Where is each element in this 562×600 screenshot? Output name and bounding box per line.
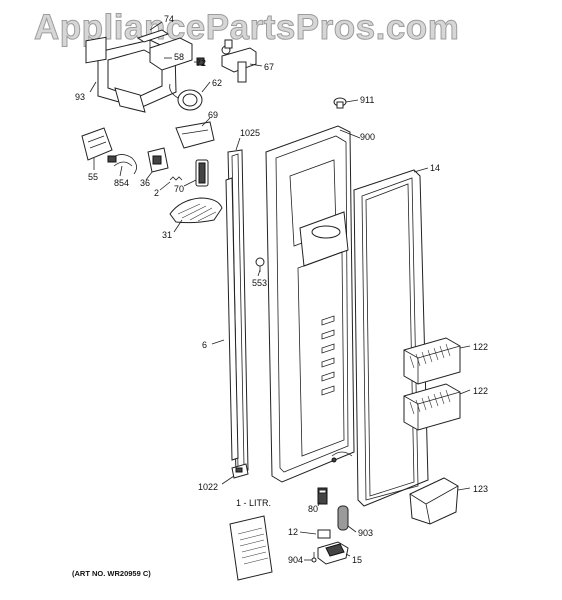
- actuator-part[interactable]: [147, 147, 169, 173]
- callout-122-upper: 122: [473, 342, 488, 352]
- callout-2: 2: [154, 188, 159, 198]
- door-gasket-6-part[interactable]: [225, 177, 239, 461]
- callout-93: 93: [75, 92, 85, 102]
- callout-854: 854: [114, 178, 129, 188]
- drip-tray-part[interactable]: [169, 197, 223, 224]
- callout-labels: 74 58 72 93 62 67 911 69 1025 900 55 854…: [72, 14, 488, 578]
- callout-72: 72: [196, 58, 206, 68]
- callout-36: 36: [140, 178, 150, 188]
- callout-900: 900: [360, 132, 375, 142]
- callout-69: 69: [208, 110, 218, 120]
- callout-553: 553: [252, 278, 267, 288]
- callout-31: 31: [162, 230, 172, 240]
- callout-74: 74: [164, 14, 174, 24]
- hinge-bracket-part[interactable]: [221, 45, 257, 83]
- screw-904-part[interactable]: [311, 552, 317, 563]
- callout-15: 15: [352, 555, 362, 565]
- wire-harness-part[interactable]: [107, 154, 137, 175]
- connector-part[interactable]: [196, 39, 233, 66]
- callout-911: 911: [360, 95, 374, 105]
- switch-15-part[interactable]: [317, 541, 349, 565]
- art-number: (ART NO. WR20959 C): [72, 569, 151, 578]
- spring-part[interactable]: [169, 176, 183, 181]
- callout-70: 70: [174, 184, 184, 194]
- hinge-1022-part[interactable]: [231, 463, 249, 479]
- switch-plate-part[interactable]: [81, 127, 113, 161]
- door-gasket-14-part[interactable]: [353, 169, 429, 507]
- callout-903: 903: [358, 528, 373, 538]
- paddle-part[interactable]: [195, 159, 209, 187]
- coil-cable-part[interactable]: [169, 83, 203, 111]
- door-bin-upper-part[interactable]: [403, 337, 461, 385]
- chute-bracket-part[interactable]: [175, 121, 215, 149]
- callout-14: 14: [430, 163, 440, 173]
- nozzle-80-part[interactable]: [317, 487, 328, 505]
- callout-67: 67: [264, 62, 274, 72]
- tube-903-part[interactable]: [337, 505, 349, 531]
- callout-58: 58: [174, 52, 184, 62]
- door-liner-900-part[interactable]: [265, 125, 355, 483]
- callout-904: 904: [288, 555, 303, 565]
- callout-62: 62: [212, 78, 222, 88]
- callout-80: 80: [308, 504, 318, 514]
- callout-12: 12: [288, 527, 298, 537]
- callout-1022: 1022: [198, 482, 218, 492]
- dispenser-cover-part[interactable]: [136, 29, 193, 71]
- callout-123: 123: [473, 484, 488, 494]
- manual-label: 1 - LITR.: [236, 498, 271, 508]
- screw-553-part[interactable]: [255, 257, 265, 272]
- leader-lines: [89, 21, 471, 561]
- gallon-bin-123-part[interactable]: [409, 477, 459, 525]
- callout-1025: 1025: [240, 128, 260, 138]
- callout-55: 55: [88, 172, 98, 182]
- door-bin-lower-part[interactable]: [403, 383, 461, 431]
- callout-6: 6: [202, 340, 207, 350]
- callout-122-lower: 122: [473, 386, 488, 396]
- clip-12-part[interactable]: [317, 529, 331, 539]
- literature-booklet-part[interactable]: [229, 515, 273, 581]
- filter-cap-911-part[interactable]: [333, 97, 347, 109]
